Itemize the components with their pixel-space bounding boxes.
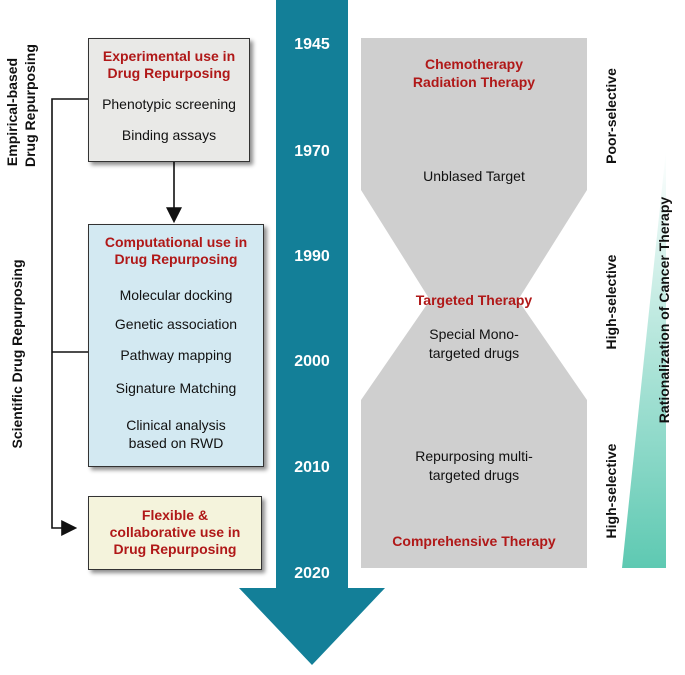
timeline-arrow [239,0,385,665]
list-item: Genetic association [114,316,238,332]
mono-targeted-label: Special Mono- targeted drugs [361,325,587,363]
multi-targeted-label: Repurposing multi- targeted drugs [361,447,587,485]
multi-targeted-line2: targeted drugs [428,467,520,483]
experimental-title-line2: Drug Repurposing [107,65,231,81]
selectivity-high-2-text: High-selective [603,443,619,539]
list-item: Molecular docking [119,287,233,303]
experimental-title-line1: Experimental use in [102,48,236,64]
empirical-label-line1: Empirical-based [4,57,20,167]
flexible-title-line3: Drug Repurposing [113,541,237,557]
year-label: 1970 [294,143,330,160]
computational-box: Computational use in Drug Repurposing Mo… [88,224,264,467]
list-item: based on RWD [128,435,224,451]
rationalization-text: Rationalization of Cancer Therapy [656,196,672,424]
list-item: Phenotypic screening [102,96,236,112]
selectivity-label-high-1: High-selective [601,247,621,357]
selectivity-label-high-2: High-selective [601,436,621,546]
selectivity-poor-text: Poor-selective [603,68,619,164]
mono-targeted-line2: targeted drugs [428,345,520,361]
flexible-title-line2: collaborative use in [109,524,241,540]
computational-title: Computational use in Drug Repurposing [89,234,263,268]
experimental-box: Experimental use in Drug Repurposing Phe… [88,38,250,162]
flexible-title: Flexible & collaborative use in Drug Rep… [89,507,261,558]
list-item: Clinical analysis [126,417,226,433]
year-label: 2020 [294,565,330,582]
flexible-box: Flexible & collaborative use in Drug Rep… [88,496,262,570]
year-label: 1990 [294,248,330,265]
empirical-label-line2: Drug Repurposing [22,44,38,167]
mono-targeted-line1: Special Mono- [429,326,519,342]
year-label: 2010 [294,459,330,476]
selectivity-label-poor: Poor-selective [601,61,621,171]
multi-targeted-line1: Repurposing multi- [415,448,533,464]
comprehensive-therapy-label: Comprehensive Therapy [392,533,556,549]
scientific-label: Scientific Drug Repurposing [7,244,27,464]
scientific-label-text: Scientific Drug Repurposing [9,259,25,449]
experimental-title: Experimental use in Drug Repurposing [89,48,249,82]
list-item: Binding assays [121,127,217,143]
unbiased-target-label: Unblased Target [423,168,525,184]
bracket-line [51,98,88,536]
therapy-hourglass-panel [361,38,587,568]
list-item: Signature Matching [115,380,237,396]
year-label: 1945 [294,36,330,53]
rationalization-label: Rationalization of Cancer Therapy [654,190,674,430]
computational-title-line1: Computational use in [104,234,248,250]
chemo-label: Chemotherapy Radiation Therapy [361,55,587,91]
flexible-title-line1: Flexible & [141,507,209,523]
year-label: 2000 [294,353,330,370]
computational-title-line2: Drug Repurposing [114,251,238,267]
chemo-label-line2: Radiation Therapy [412,74,536,90]
targeted-therapy-label: Targeted Therapy [415,292,533,308]
list-item: Pathway mapping [120,347,232,363]
selectivity-high-1-text: High-selective [603,254,619,350]
empirical-label: Empirical-based Drug Repurposing [3,44,39,167]
chemo-label-line1: Chemotherapy [424,56,524,72]
rationalization-wedge [622,150,666,568]
